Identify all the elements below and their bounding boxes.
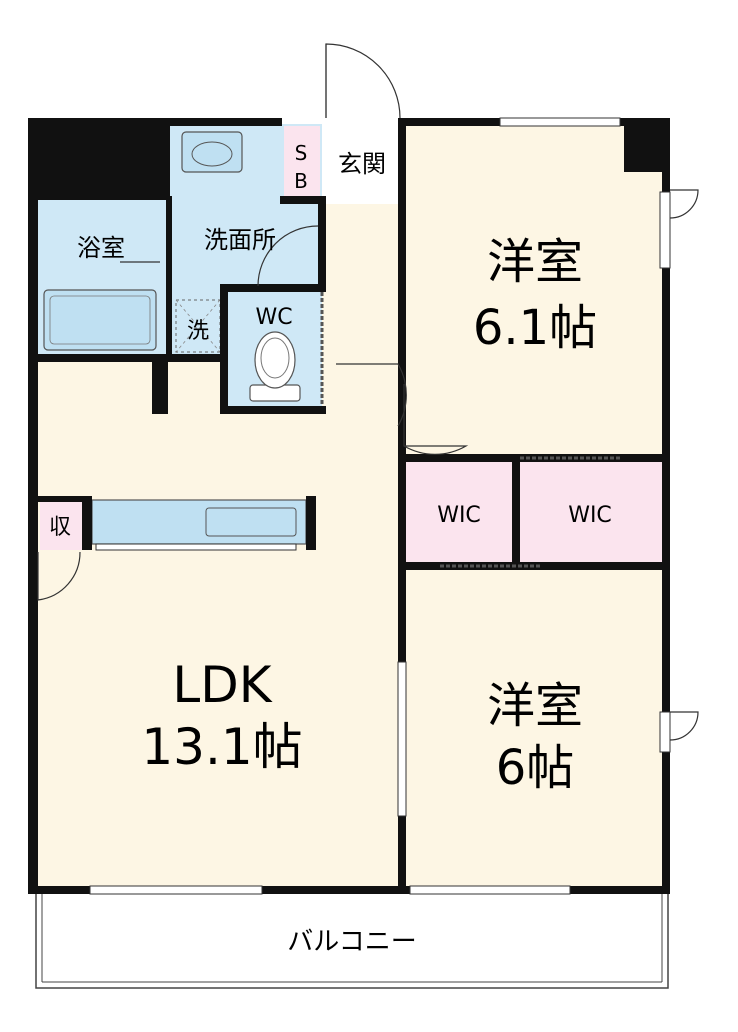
entrance-label: 玄関 (338, 150, 386, 178)
windows (89, 117, 671, 895)
washer-pan-diagonal-2 (175, 299, 221, 353)
balcony-area (35, 892, 669, 989)
wic-2-floor (518, 462, 666, 562)
shoe-box-label-b: B (294, 169, 308, 193)
washer-pan-diagonal-1 (175, 299, 221, 353)
western-room-1-name: 洋室 (487, 234, 583, 290)
toilet-bowl (254, 331, 296, 389)
bathtub-inner (49, 295, 151, 345)
washbasin-bowl (191, 141, 233, 167)
bathtub (43, 289, 157, 351)
wic-1-label: WIC (437, 503, 481, 528)
kitchen-sink (205, 507, 297, 537)
toilet-label: WC (255, 305, 292, 330)
western-room-2-size: 6帖 (496, 740, 575, 796)
western-room-2-name: 洋室 (487, 678, 583, 734)
shoe-box-label-s: S (295, 141, 308, 165)
wic-2-label: WIC (568, 503, 612, 528)
balcony-label: バルコニー (287, 927, 416, 957)
kitchen-counter (91, 499, 307, 545)
storage-floor (40, 500, 82, 550)
doors (37, 43, 699, 741)
wic-1-floor (404, 462, 514, 562)
washroom-label: 洗面所 (204, 226, 276, 254)
storage-label: 収 (49, 515, 71, 540)
bathroom-label: 浴室 (77, 234, 125, 262)
washer-label: 洗 (187, 319, 209, 344)
ldk-floor (36, 360, 404, 890)
shoe-box-floor (284, 126, 320, 196)
toilet-seat (260, 337, 290, 379)
western-room-1-size: 6.1帖 (473, 300, 597, 356)
ldk-name: LDK (172, 656, 272, 714)
ldk-size: 13.1帖 (141, 718, 302, 776)
entrance-floor (322, 124, 404, 204)
western-room-2-floor (404, 566, 666, 890)
western-room-1-floor (404, 124, 666, 458)
